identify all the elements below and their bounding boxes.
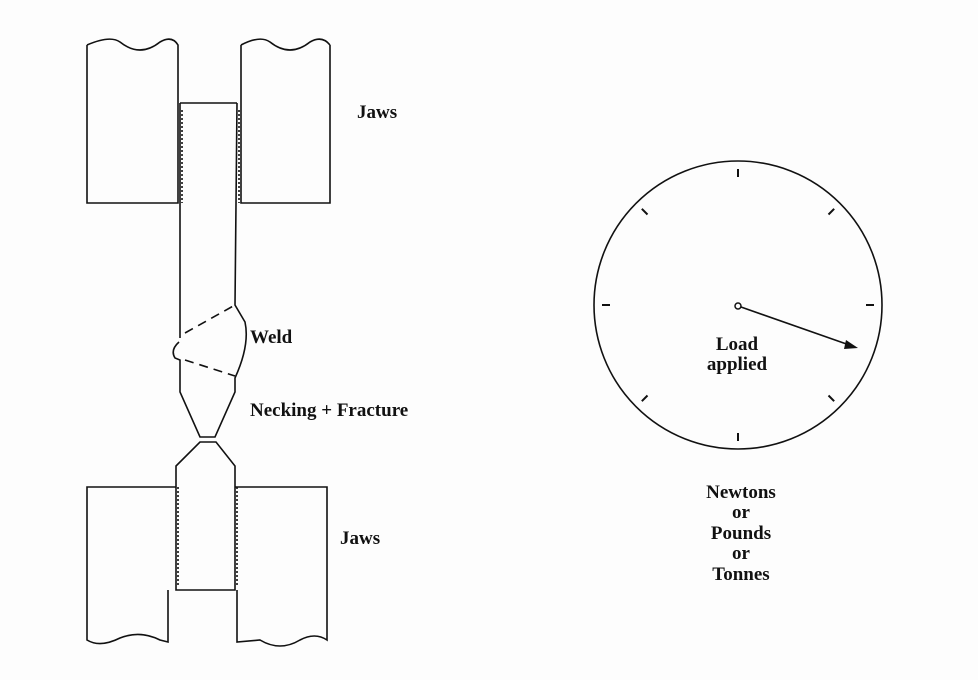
upper-right-jaw — [240, 38, 331, 204]
dial-needle — [740, 306, 856, 348]
needle-pivot — [734, 302, 742, 310]
unit-newtons: Newtons — [706, 482, 776, 503]
lower-right-jaw — [235, 486, 328, 647]
unit-tonnes: Tonnes — [712, 564, 769, 585]
unit-or-2: or — [732, 543, 751, 564]
lower-left-jaw — [86, 486, 176, 645]
lower-specimen — [175, 441, 238, 591]
upper-jaws — [86, 38, 331, 204]
upper-left-jaw — [86, 38, 179, 204]
dial-tick — [827, 208, 835, 216]
jaws-bottom-label: Jaws — [340, 528, 380, 549]
dial-tick — [641, 394, 649, 402]
dial-tick — [641, 208, 649, 216]
upper-specimen — [172, 102, 248, 438]
unit-or-1: or — [732, 502, 751, 523]
units-label: Newtons or Pounds or Tonnes — [706, 482, 776, 585]
weld-label: Weld — [250, 327, 293, 348]
jaws-top-label: Jaws — [357, 102, 397, 123]
lower-jaws — [86, 486, 328, 647]
needle-arrowhead-icon — [844, 340, 858, 349]
necking-fracture-label: Necking + Fracture — [250, 400, 408, 421]
unit-pounds: Pounds — [711, 523, 771, 544]
dial-face — [593, 160, 883, 450]
dial-tick — [827, 394, 835, 402]
load-label-line1: Load — [716, 334, 759, 355]
dial-ticks — [602, 169, 874, 441]
load-label-line2: applied — [707, 354, 768, 375]
load-dial: Load applied — [593, 160, 883, 450]
